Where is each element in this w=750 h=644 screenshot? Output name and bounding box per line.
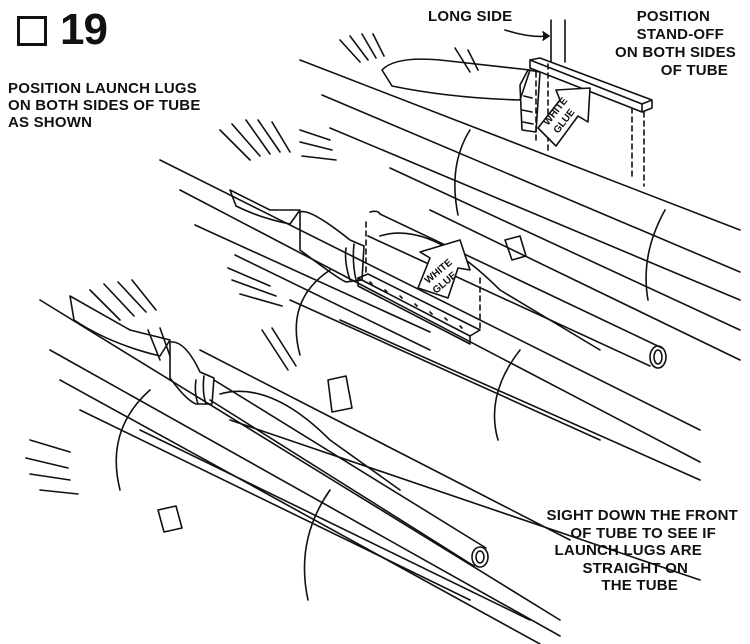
- glue-strip-middle: [357, 221, 481, 345]
- long-side-label: LONG SIDE: [428, 8, 513, 25]
- sight-line: SIGHT DOWN THE FRONT: [546, 507, 738, 524]
- glue-arrow-top: [537, 87, 591, 147]
- sight-instruction: SIGHT DOWN THE FRONT OF TUBE TO SEE IF L…: [480, 507, 738, 595]
- standoff-line: ON BOTH SIDES: [615, 44, 736, 61]
- launch-lug-top: [519, 69, 541, 133]
- launch-rod-middle: [367, 210, 667, 369]
- glue-arrow-middle: [417, 239, 471, 299]
- tube-bottom: [25, 279, 701, 644]
- sight-line: LAUNCH LUGS ARE: [554, 542, 702, 559]
- lug-instruction-line: AS SHOWN: [8, 114, 93, 131]
- lug-instruction-line: POSITION LAUNCH LUGS: [8, 80, 198, 97]
- sight-line: STRAIGHT ON: [582, 559, 688, 577]
- launch-lug-bottom-rear: [157, 505, 183, 533]
- standoff-instruction: POSITION STAND-OFF ON BOTH SIDES OF TUBE: [596, 8, 736, 80]
- tube-middle: [159, 119, 701, 481]
- launch-lug-middle-rear: [327, 235, 527, 413]
- launch-rod-bottom: [209, 379, 489, 568]
- standoff-line: OF TUBE: [660, 62, 728, 79]
- standoff-line: POSITION: [636, 8, 710, 25]
- long-side-indicator: [504, 19, 566, 63]
- launch-lug-bottom: [169, 341, 215, 405]
- tube-top: [299, 33, 741, 361]
- sight-line: OF TUBE TO SEE IF: [570, 524, 716, 542]
- lug-instruction-line: ON BOTH SIDES OF TUBE: [8, 97, 201, 114]
- step-checkbox[interactable]: [17, 16, 47, 46]
- standoff-line: STAND-OFF: [636, 26, 724, 43]
- step-number: 19: [60, 5, 108, 54]
- sight-line: THE TUBE: [601, 577, 678, 594]
- lug-instruction: POSITION LAUNCH LUGS ON BOTH SIDES OF TU…: [8, 80, 288, 131]
